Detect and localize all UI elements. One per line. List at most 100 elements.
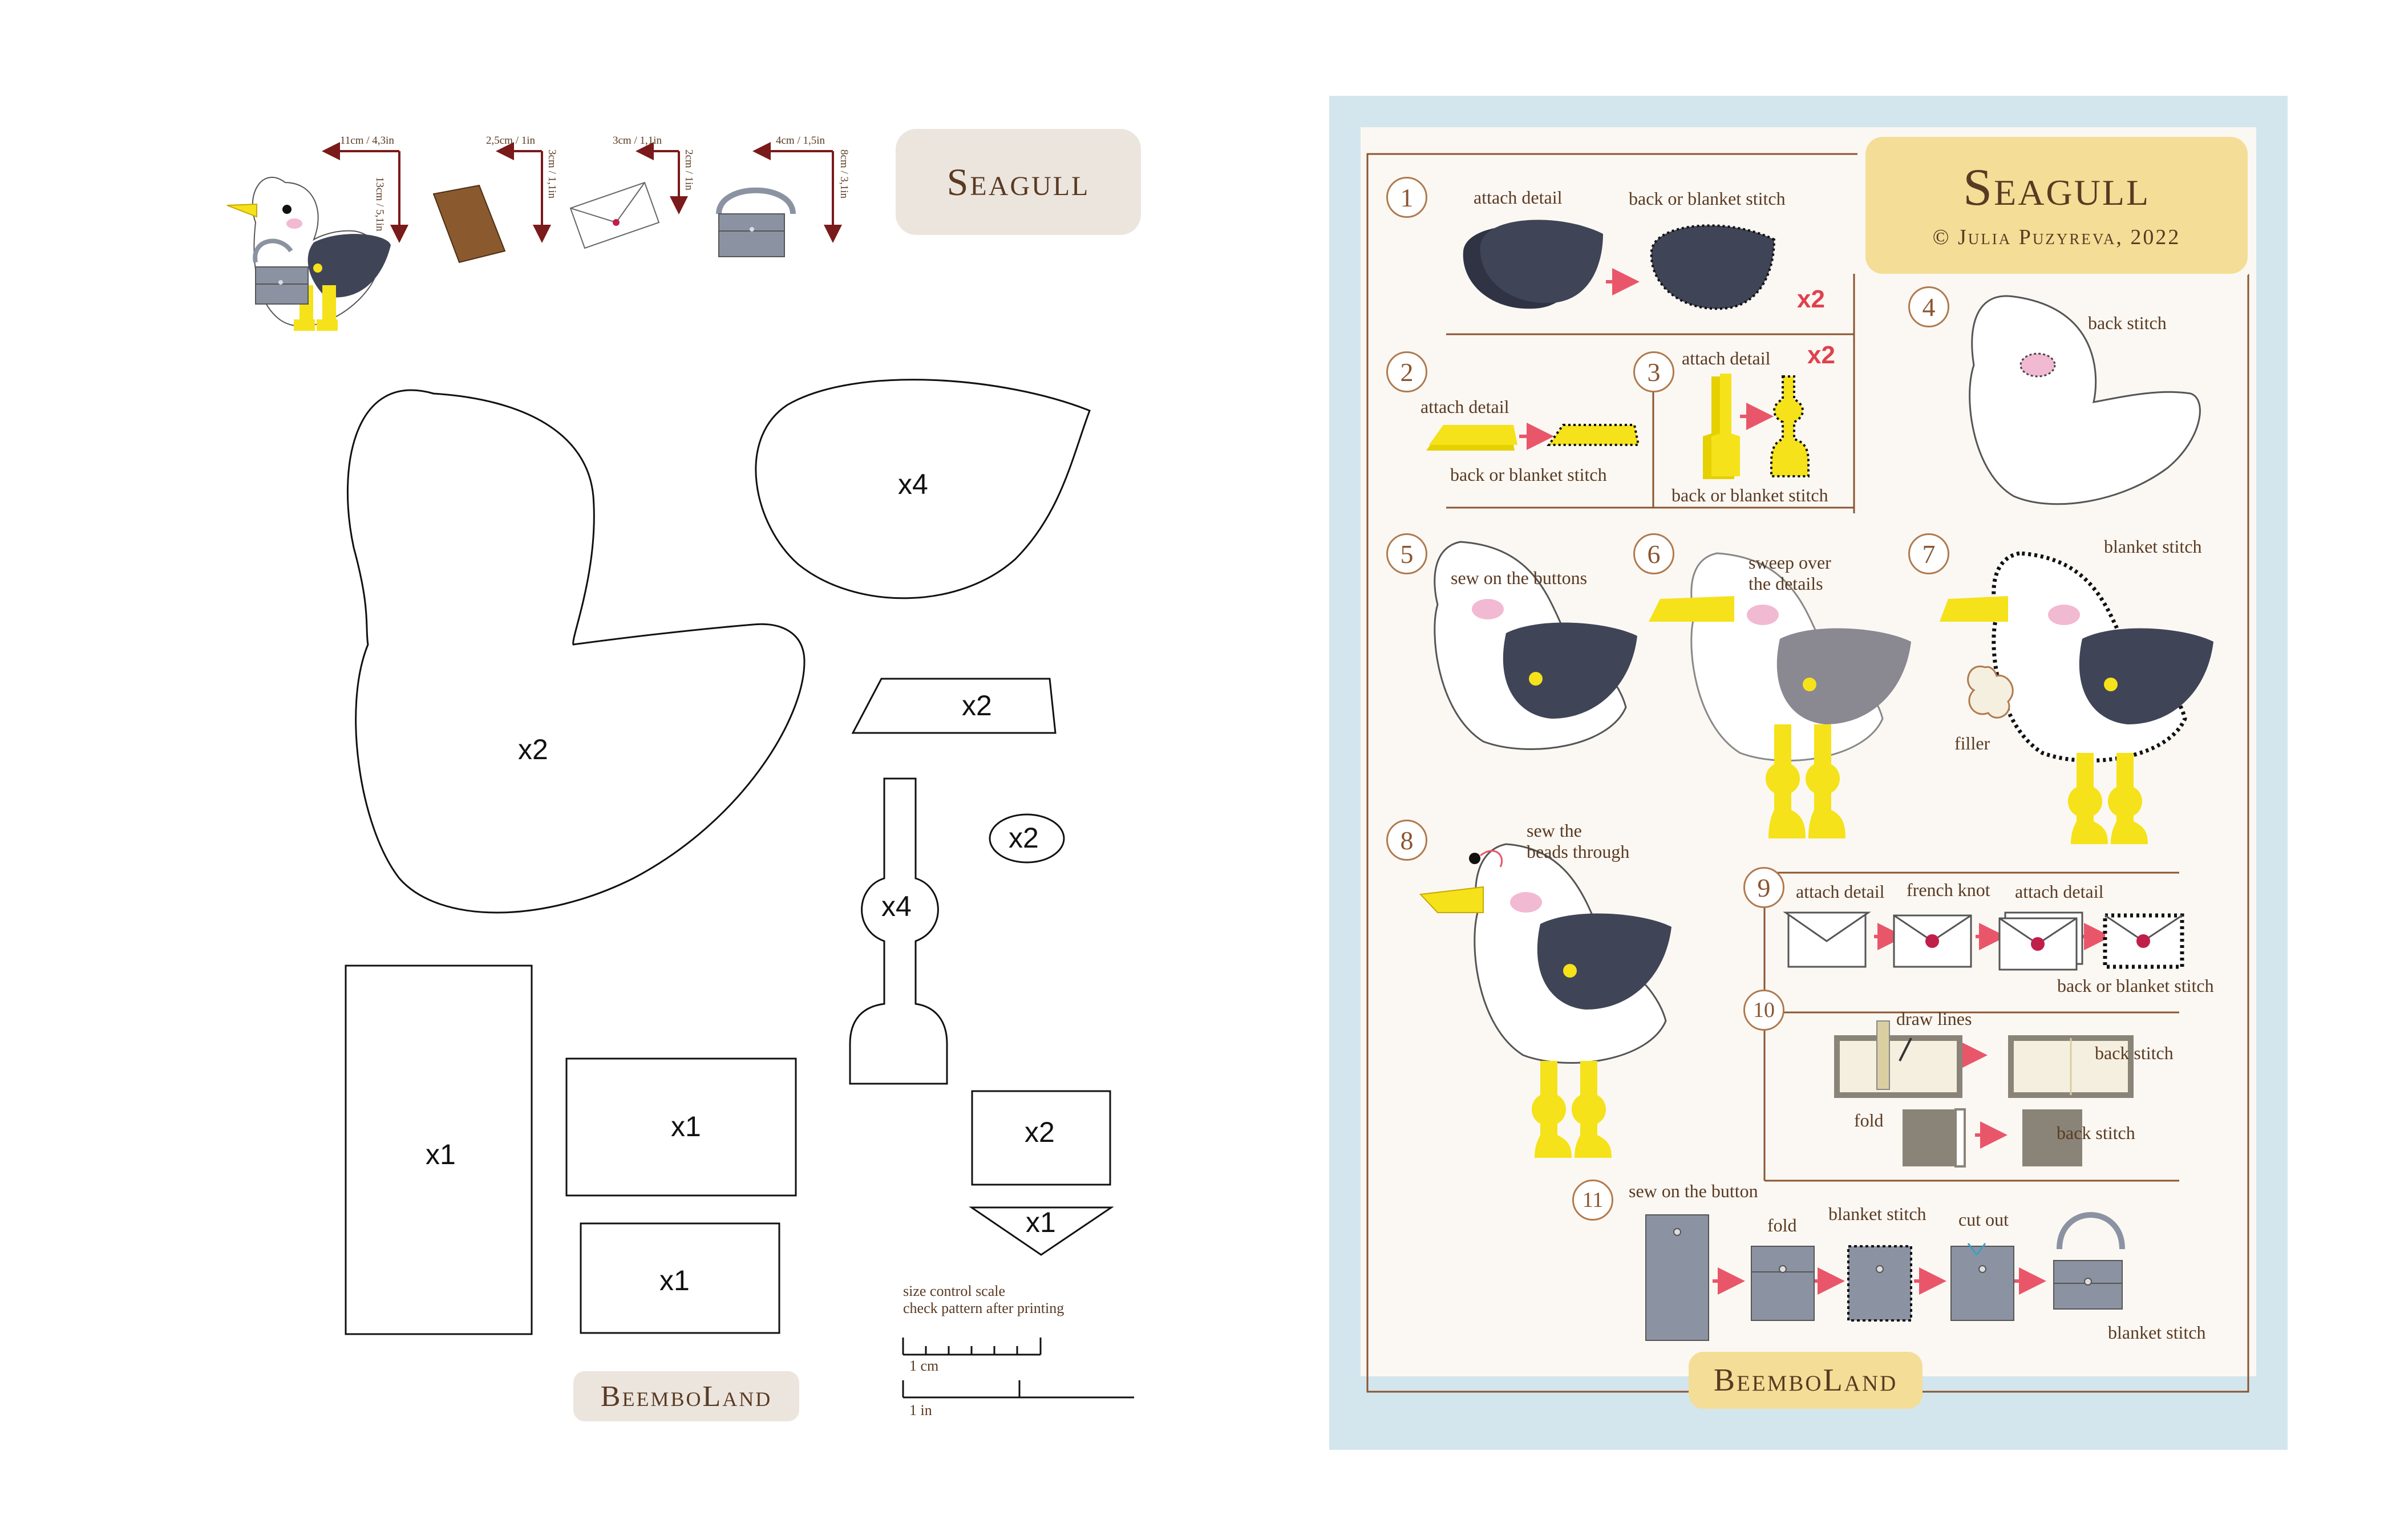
s7-blanket-label: blanket stitch (2104, 536, 2202, 557)
step3-legs (1703, 374, 1810, 479)
s4-stitch-label: back stitch (2088, 313, 2167, 333)
dimension-arrows-3 (636, 142, 688, 214)
pattern-leg (849, 777, 948, 1085)
right-brand: BeemboLand (1713, 1363, 1898, 1398)
left-brand-box: BeemboLand (573, 1371, 799, 1421)
s9-knot-label: french knot (1907, 880, 1990, 900)
dim-h-3: 3cm / 1,1in (613, 135, 662, 147)
left-title: Seagull (946, 160, 1090, 204)
step8-seagull (1419, 843, 1671, 1158)
step-number-3: 3 (1633, 351, 1674, 392)
label-rect-tall: x1 (426, 1138, 456, 1170)
preview-illustrations (226, 142, 842, 331)
right-subtitle: © Julia Puzyreva, 2022 (1932, 225, 2181, 249)
dimension-arrows-1 (322, 142, 408, 243)
scale-text-2: check pattern after printing (903, 1300, 1065, 1316)
step9-envelopes (1783, 911, 2184, 971)
step-number-8: 8 (1386, 820, 1427, 861)
dimension-arrows-4 (752, 142, 842, 243)
s2-attach-label: attach detail (1420, 396, 1509, 417)
step7-seagull (1940, 551, 2213, 844)
right-title-box: Seagull © Julia Puzyreva, 2022 (1865, 137, 2248, 274)
s11-button-label: sew on the button (1629, 1181, 1758, 1201)
dim-h-2: 2,5cm / 1in (486, 135, 536, 147)
pattern-env-flap (969, 1206, 1114, 1256)
label-body: x2 (518, 733, 548, 765)
scale-rulers (902, 1338, 1134, 1399)
step-number-5: 5 (1386, 533, 1427, 574)
scale-text-1: size control scale (903, 1283, 1006, 1299)
step-number-7: 7 (1908, 533, 1949, 574)
s3-attach-label: attach detail (1682, 348, 1771, 368)
pattern-env (971, 1090, 1111, 1186)
pattern-rect-small (580, 1222, 780, 1334)
dimension-arrows-2 (496, 142, 551, 243)
s11-blanket-label-2: blanket stitch (2108, 1322, 2206, 1343)
s9-stitch-label: back or blanket stitch (2057, 975, 2214, 996)
pattern-pieces (345, 379, 1114, 1335)
s8-beads-label-1: sew the (1527, 820, 1582, 841)
pattern-beak (851, 678, 1057, 734)
s1-stitch-label: back or blanket stitch (1629, 188, 1786, 209)
s11-blanket-label: blanket stitch (1828, 1203, 1926, 1224)
pattern-cheek (989, 813, 1065, 864)
label-env: x2 (1025, 1116, 1055, 1148)
step1-wings (1463, 220, 1776, 310)
label-beak: x2 (962, 690, 992, 722)
step-number-10: 10 (1743, 990, 1784, 1031)
scale-in-label: 1 in (909, 1402, 932, 1419)
step-number-4: 4 (1908, 286, 1949, 327)
pattern-body (346, 389, 806, 914)
pattern-rect-tall (345, 964, 533, 1335)
s10-lines-label: draw lines (1896, 1008, 1972, 1029)
s9-attach-label-2: attach detail (2015, 881, 2104, 902)
step5-seagull (1434, 541, 1637, 750)
step-number-6: 6 (1633, 533, 1674, 574)
step6-seagull (1649, 552, 1911, 838)
pattern-rect-mid (565, 1057, 797, 1197)
right-title: Seagull (1962, 158, 2151, 216)
s9-attach-label-1: attach detail (1796, 881, 1885, 902)
label-leg: x4 (881, 890, 912, 922)
label-env-flap: x1 (1026, 1206, 1056, 1238)
pattern-wing (755, 379, 1091, 599)
s1-attach-label: attach detail (1474, 187, 1563, 208)
step-number-9: 9 (1743, 867, 1784, 908)
s6-sweep-label-1: sweep over (1749, 552, 1831, 573)
scale-cm-label: 1 cm (909, 1357, 939, 1374)
step11-bag (1645, 1212, 2125, 1341)
s3-multiplier: x2 (1807, 341, 1835, 369)
step10-book (1834, 1020, 2134, 1168)
step-number-1: 1 (1386, 177, 1427, 218)
step2-beak (1426, 424, 1640, 451)
left-title-box: Seagull (896, 129, 1141, 235)
dim-h-1: 11cm / 4,3in (340, 135, 394, 147)
label-rect-small: x1 (659, 1265, 690, 1296)
s10-fold-label: fold (1854, 1110, 1884, 1130)
s7-filler-label: filler (1954, 733, 1990, 753)
s3-stitch-label: back or blanket stitch (1671, 485, 1828, 505)
left-pattern-page: Seagull (226, 129, 1141, 1421)
step-number-2: 2 (1386, 351, 1427, 392)
left-brand: BeemboLand (600, 1380, 772, 1413)
s1-multiplier: x2 (1797, 285, 1825, 313)
s10-stitch-label-1: back stitch (2095, 1043, 2174, 1063)
label-wing: x4 (898, 468, 928, 500)
bag-preview-icon (716, 187, 796, 257)
dim-h-4: 4cm / 1,5in (776, 135, 825, 147)
seagull-preview-icon (226, 177, 391, 331)
book-preview-icon (432, 184, 506, 264)
label-rect-mid: x1 (671, 1111, 701, 1142)
s2-stitch-label: back or blanket stitch (1450, 464, 1607, 485)
s5-buttons-label: sew on the buttons (1451, 568, 1588, 588)
s6-sweep-label-2: the details (1749, 573, 1823, 594)
step4-body (1969, 295, 2201, 505)
envelope-preview-icon (569, 181, 660, 249)
s11-cut-label: cut out (1958, 1209, 2009, 1230)
s8-beads-label-2: beads through (1527, 841, 1630, 862)
label-cheek: x2 (1009, 822, 1039, 854)
s10-stitch-label-2: back stitch (2057, 1122, 2135, 1143)
s11-fold-label: fold (1767, 1215, 1797, 1235)
step-number-11: 11 (1572, 1180, 1613, 1221)
